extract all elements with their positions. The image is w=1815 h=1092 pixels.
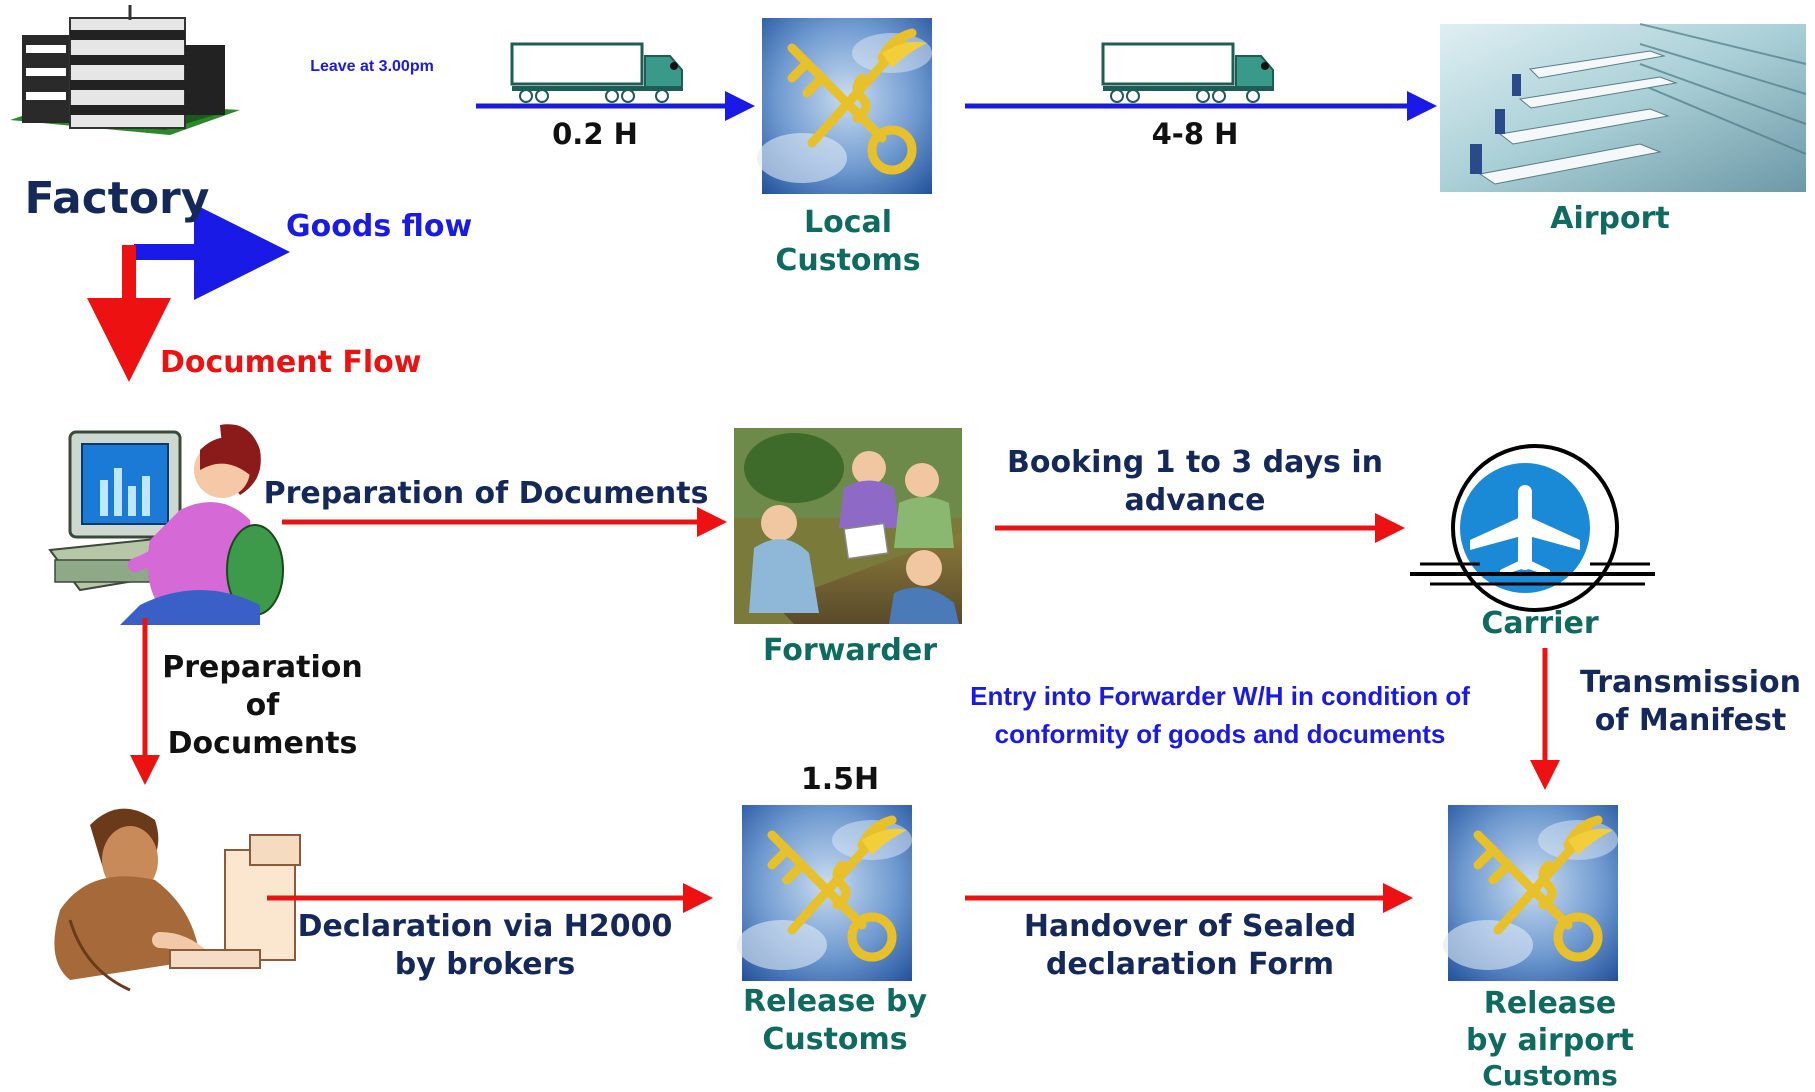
local-customs-label-line2: Customs [775, 243, 921, 278]
transmission-label-line2: of Manifest [1594, 703, 1787, 738]
booking-label-line2: advance [1124, 483, 1266, 518]
factory-building-icon [10, 5, 240, 135]
document-flow-label: Document Flow [160, 345, 422, 380]
release-customs-label-line2: Customs [762, 1022, 908, 1057]
carrier-label: Carrier [1481, 606, 1599, 641]
local-customs-emblem-icon [757, 18, 932, 194]
booking-label-line1: Booking 1 to 3 days in [1007, 445, 1383, 480]
entry-note-line2: conformity of goods and documents [994, 719, 1446, 749]
factory-label: Factory [24, 173, 210, 224]
airport-customs-label-line2: by airport [1465, 1023, 1635, 1058]
factory-to-customs-time: 0.2 H [552, 117, 638, 151]
prep-docs-vertical-line1: Preparation [162, 650, 363, 685]
truck-icon [1101, 42, 1274, 103]
transmission-label-line1: Transmission [1580, 665, 1801, 700]
release-customs-emblem-icon [737, 805, 912, 981]
declaration-label-line1: Declaration via H2000 [297, 909, 673, 944]
handover-label-line1: Handover of Sealed [1023, 909, 1357, 944]
legend-arrows [87, 204, 290, 382]
airport-customs-emblem-icon [1443, 805, 1618, 981]
man-at-computer-icon [54, 808, 301, 992]
truck-icon [510, 42, 683, 103]
customs-to-airport-time: 4-8 H [1151, 117, 1239, 151]
forwarder-label: Forwarder [762, 633, 938, 668]
airport-label: Airport [1550, 201, 1670, 236]
release-customs-time: 1.5H [800, 762, 880, 797]
release-customs-label-line1: Release by [743, 984, 927, 1019]
airport-photo-icon [1440, 23, 1807, 192]
woman-at-computer-icon [48, 424, 284, 625]
business-meeting-icon [734, 428, 962, 624]
prep-docs-horizontal-label: Preparation of Documents [263, 476, 709, 511]
prep-docs-vertical-line3: Documents [167, 726, 358, 761]
handover-label-line2: declaration Form [1045, 947, 1335, 982]
goods-flow-label: Goods flow [286, 209, 473, 244]
airport-customs-label-line3: Customs [1482, 1059, 1618, 1092]
prep-docs-vertical-line2: of [245, 688, 280, 723]
airplane-logo-icon [1410, 444, 1655, 612]
airport-customs-label-line1: Release [1483, 986, 1617, 1021]
declaration-label-line2: by brokers [394, 947, 576, 982]
local-customs-label-line1: Local [803, 205, 893, 240]
leave-time-label: Leave at 3.00pm [310, 58, 434, 75]
entry-note-line1: Entry into Forwarder W/H in condition of [970, 681, 1470, 711]
